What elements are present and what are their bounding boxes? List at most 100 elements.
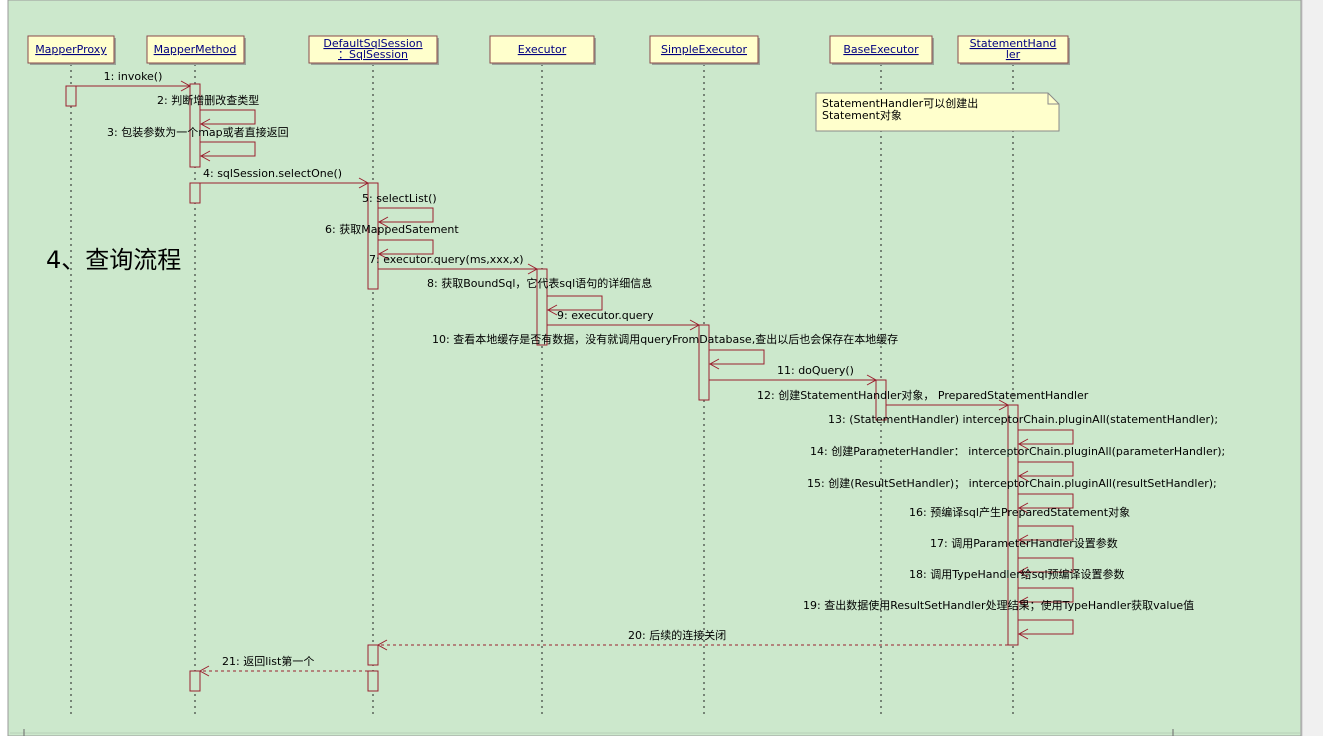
message-13[interactable]: 13: (StatementHandler) interceptorChain.… bbox=[828, 413, 1218, 450]
participant-sh[interactable]: StatementHandler bbox=[957, 35, 1070, 65]
message-12[interactable]: 12: 创建StatementHandler对象， PreparedStatem… bbox=[757, 388, 1089, 411]
message-line bbox=[547, 295, 603, 311]
message-label: 16: 预编译sql产生PreparedStatement对象 bbox=[909, 505, 1130, 519]
message-label: 17: 调用ParameterHandler设置参数 bbox=[930, 536, 1118, 550]
activation-bar bbox=[65, 85, 77, 107]
message-2[interactable]: 2: 判断增删改查类型 bbox=[157, 93, 259, 130]
message-1[interactable]: 1: invoke() bbox=[76, 70, 192, 92]
participant-mp[interactable]: MapperProxy bbox=[27, 35, 116, 65]
message-line bbox=[1018, 557, 1074, 573]
participant-ds[interactable]: DefaultSqlSession：SqlSession bbox=[308, 35, 439, 65]
message-7[interactable]: 7: executor.query(ms,xxx,x) bbox=[369, 253, 539, 275]
participant-label: StatementHand bbox=[970, 37, 1057, 50]
participant-box bbox=[829, 35, 933, 64]
arrowhead bbox=[1017, 628, 1029, 640]
message-9[interactable]: 9: executor.query bbox=[547, 309, 701, 331]
message-18[interactable]: 18: 调用TypeHandler给sql预编译设置参数 bbox=[909, 567, 1125, 608]
message-16[interactable]: 16: 预编译sql产生PreparedStatement对象 bbox=[909, 505, 1130, 546]
message-line bbox=[1018, 619, 1074, 635]
participant-mm[interactable]: MapperMethod bbox=[146, 35, 246, 65]
message-label: 9: executor.query bbox=[557, 309, 654, 322]
message-6[interactable]: 6: 获取MappedSatement bbox=[325, 223, 459, 260]
message-line bbox=[1018, 525, 1074, 541]
message-4[interactable]: 4: sqlSession.selectOne() bbox=[200, 167, 370, 189]
participant-box bbox=[649, 35, 759, 64]
message-line bbox=[200, 141, 256, 157]
message-line bbox=[1018, 461, 1074, 477]
message-label: 21: 返回list第一个 bbox=[222, 654, 314, 668]
arrowhead bbox=[358, 177, 370, 189]
participant-be[interactable]: BaseExecutor bbox=[829, 35, 934, 65]
arrowhead bbox=[377, 248, 389, 260]
activation-bar bbox=[367, 644, 379, 666]
message-8[interactable]: 8: 获取BoundSql，它代表sql语句的详细信息 bbox=[427, 276, 652, 316]
participant-label: MapperProxy bbox=[35, 43, 107, 56]
note-shape bbox=[815, 92, 1060, 132]
arrowhead bbox=[998, 399, 1010, 411]
message-3[interactable]: 3: 包装参数为一个map或者直接返回 bbox=[107, 125, 289, 162]
activation-bar bbox=[367, 670, 379, 692]
diagram-background bbox=[7, 0, 1302, 737]
window-scrollbar[interactable] bbox=[1302, 0, 1323, 736]
message-20[interactable]: 20: 后续的连接关闭 bbox=[376, 628, 1008, 651]
message-label: 11: doQuery() bbox=[777, 364, 854, 377]
activation-bar bbox=[698, 324, 710, 401]
participant-ex[interactable]: Executor bbox=[489, 35, 596, 65]
message-label: 12: 创建StatementHandler对象， PreparedStatem… bbox=[757, 388, 1089, 402]
activation-bar bbox=[189, 182, 201, 204]
activation-bar bbox=[875, 379, 887, 421]
arrowhead bbox=[546, 304, 558, 316]
participant-label: MapperMethod bbox=[154, 43, 237, 56]
message-label: 14: 创建ParameterHandler： interceptorChain… bbox=[810, 444, 1225, 458]
message-17[interactable]: 17: 调用ParameterHandler设置参数 bbox=[930, 536, 1118, 578]
message-11[interactable]: 11: doQuery() bbox=[709, 364, 878, 386]
arrowhead bbox=[199, 150, 211, 162]
message-line bbox=[378, 239, 434, 255]
message-5[interactable]: 5: selectList() bbox=[362, 192, 437, 228]
message-21[interactable]: 21: 返回list第一个 bbox=[198, 654, 368, 677]
arrowhead bbox=[198, 665, 210, 677]
arrowhead bbox=[180, 80, 192, 92]
activation-bar bbox=[1007, 404, 1019, 646]
message-line bbox=[200, 109, 256, 125]
participant-label: BaseExecutor bbox=[843, 43, 919, 56]
message-label: 15: 创建(ResultSetHandler)； interceptorCha… bbox=[807, 476, 1217, 490]
activation-bar bbox=[367, 182, 379, 290]
message-label: 5: selectList() bbox=[362, 192, 437, 205]
message-label: 19: 查出数据使用ResultSetHandler处理结果；使用TypeHan… bbox=[803, 598, 1194, 612]
participant-label: ler bbox=[1006, 48, 1021, 61]
message-label: 1: invoke() bbox=[104, 70, 163, 83]
note-text: StatementHandler可以创建出 bbox=[822, 96, 978, 110]
participant-se[interactable]: SimpleExecutor bbox=[649, 35, 760, 65]
activation-bar bbox=[189, 670, 201, 692]
message-14[interactable]: 14: 创建ParameterHandler： interceptorChain… bbox=[810, 444, 1225, 482]
participant-label: Executor bbox=[518, 43, 567, 56]
arrowhead bbox=[376, 639, 388, 651]
message-line bbox=[709, 349, 765, 365]
message-19[interactable]: 19: 查出数据使用ResultSetHandler处理结果；使用TypeHan… bbox=[803, 598, 1194, 640]
message-label: 10: 查看本地缓存是否有数据，没有就调用queryFromDatabase,查… bbox=[432, 332, 898, 346]
message-label: 4: sqlSession.selectOne() bbox=[203, 167, 342, 180]
arrowhead bbox=[1017, 534, 1029, 546]
arrowhead bbox=[527, 263, 539, 275]
participant-label: SimpleExecutor bbox=[661, 43, 748, 56]
arrowhead bbox=[866, 374, 878, 386]
message-label: 6: 获取MappedSatement bbox=[325, 223, 459, 236]
message-15[interactable]: 15: 创建(ResultSetHandler)； interceptorCha… bbox=[807, 476, 1217, 514]
message-line bbox=[1018, 429, 1074, 445]
note-fold bbox=[1047, 93, 1059, 105]
participant-box bbox=[308, 35, 438, 64]
arrowhead bbox=[1017, 502, 1029, 514]
message-line bbox=[1018, 587, 1074, 603]
participant-box bbox=[146, 35, 245, 64]
message-label: 2: 判断增删改查类型 bbox=[157, 93, 259, 107]
participant-label: ：SqlSession bbox=[338, 48, 408, 61]
activation-bar bbox=[189, 83, 201, 168]
arrowhead bbox=[1017, 470, 1029, 482]
message-10[interactable]: 10: 查看本地缓存是否有数据，没有就调用queryFromDatabase,查… bbox=[432, 332, 898, 370]
arrowhead bbox=[199, 118, 211, 130]
message-label: 7: executor.query(ms,xxx,x) bbox=[369, 253, 524, 266]
arrowhead bbox=[689, 319, 701, 331]
message-label: 8: 获取BoundSql，它代表sql语句的详细信息 bbox=[427, 276, 652, 290]
